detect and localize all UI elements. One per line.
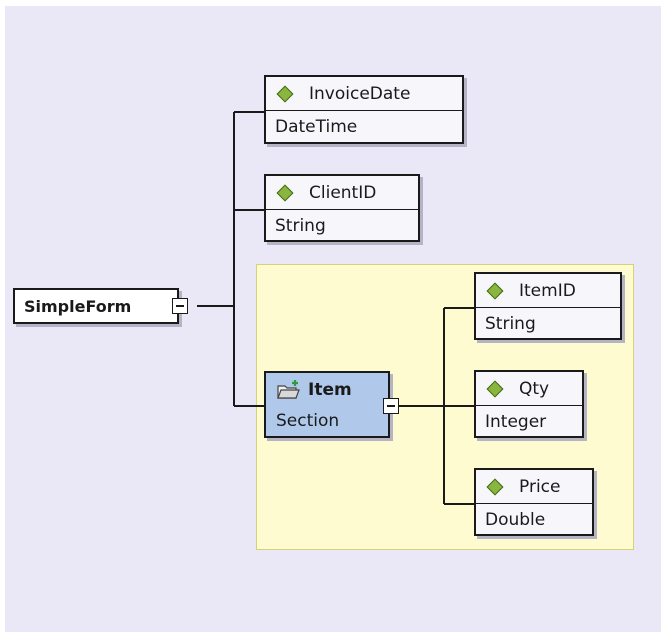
- connector-root: [197, 111, 264, 407]
- section-node-item[interactable]: Item Section: [264, 371, 390, 438]
- node-invoicedate[interactable]: InvoiceDate DateTime: [264, 75, 464, 144]
- section-node-label: Item: [308, 380, 352, 400]
- node-price-name: Price: [519, 476, 561, 497]
- node-itemid[interactable]: ItemID String: [474, 272, 622, 340]
- node-price-type: Double: [485, 509, 546, 530]
- root-node[interactable]: SimpleForm: [13, 288, 179, 324]
- node-itemid-type: String: [485, 313, 536, 334]
- node-clientid-type: String: [275, 215, 326, 236]
- connector-section: [398, 307, 474, 505]
- attribute-icon: [276, 85, 294, 102]
- node-invoicedate-type: DateTime: [275, 116, 358, 137]
- root-collapse-button[interactable]: [172, 298, 188, 314]
- attribute-icon: [486, 282, 504, 299]
- node-qty[interactable]: Qty Integer: [474, 370, 584, 438]
- node-itemid-name: ItemID: [519, 280, 576, 301]
- root-label: SimpleForm: [24, 296, 132, 316]
- node-qty-name: Qty: [519, 378, 550, 399]
- node-price[interactable]: Price Double: [474, 468, 594, 536]
- attribute-icon: [486, 380, 504, 397]
- node-clientid[interactable]: ClientID String: [264, 174, 420, 242]
- node-invoicedate-name: InvoiceDate: [309, 83, 411, 104]
- folder-add-icon: [277, 380, 300, 399]
- section-node-type: Section: [276, 411, 340, 431]
- attribute-icon: [276, 184, 294, 201]
- node-clientid-name: ClientID: [309, 182, 377, 203]
- attribute-icon: [486, 478, 504, 495]
- section-collapse-button[interactable]: [383, 398, 399, 414]
- node-qty-type: Integer: [485, 411, 547, 432]
